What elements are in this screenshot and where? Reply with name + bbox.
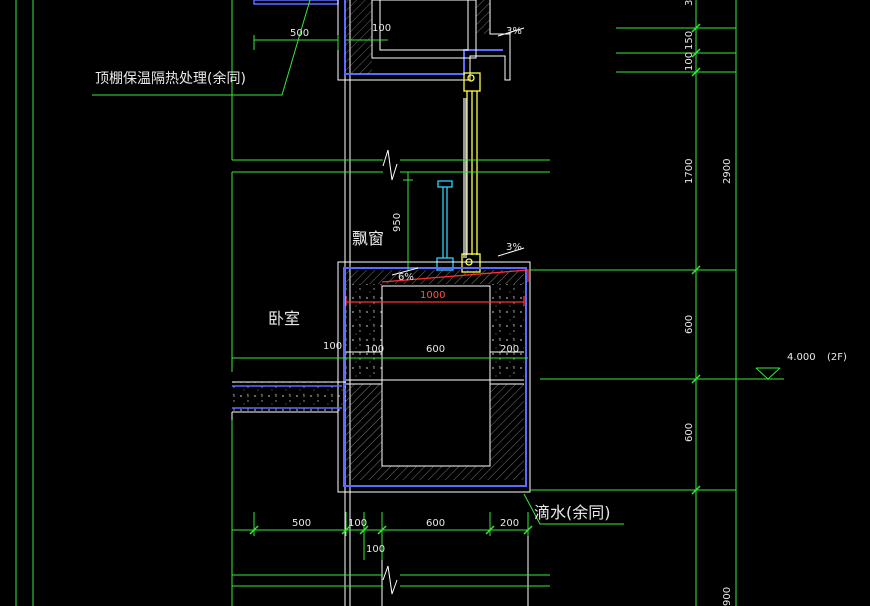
- sill-highlight: [345, 269, 529, 306]
- dim-sill-height: 950: [392, 213, 403, 232]
- bay-window-label: 飘窗: [352, 229, 384, 248]
- bedroom-label: 卧室: [268, 309, 300, 328]
- leader-lines: [92, 0, 784, 606]
- dim-right-600a: 600: [684, 315, 695, 334]
- dim-bot-200: 200: [500, 518, 519, 529]
- floor-slab: [231, 381, 346, 420]
- break-symbols: [382, 149, 398, 595]
- dim-mid-100: 100: [365, 344, 384, 355]
- dim-bot-100b: 100: [366, 544, 385, 555]
- dim-bot-100a: 100: [348, 518, 367, 529]
- dim-right-150: 150: [684, 31, 695, 50]
- level-floor: (2F): [827, 352, 847, 363]
- slope-middle: 3%: [506, 242, 522, 253]
- slope-upper: 3%: [506, 26, 522, 37]
- dim-top-500: 500: [290, 28, 309, 39]
- dim-left-100: 100: [323, 341, 342, 352]
- dim-right-3: 3: [684, 0, 695, 6]
- slope-arrows: [391, 27, 525, 276]
- glass-pane: [463, 98, 467, 258]
- bay-section: [337, 261, 531, 493]
- dim-sill-width: 1000: [420, 290, 445, 301]
- dim-right-900: 900: [722, 587, 733, 606]
- dim-bot-500: 500: [292, 518, 311, 529]
- dim-right-100: 100: [684, 52, 695, 71]
- dim-bot-600: 600: [426, 518, 445, 529]
- dim-top-100: 100: [372, 23, 391, 34]
- floor-lines: [232, 159, 550, 587]
- dim-right-600b: 600: [684, 423, 695, 442]
- dim-right-1700: 1700: [684, 159, 695, 184]
- dim-mid-600: 600: [426, 344, 445, 355]
- dim-ticks: [249, 23, 701, 535]
- hanger-rail: [436, 180, 454, 271]
- ceiling-insulation-note: 顶棚保温隔热处理(余同): [95, 70, 246, 87]
- dim-mid-200: 200: [500, 344, 519, 355]
- slope-sill: 6%: [398, 272, 414, 283]
- guide-lines: [15, 0, 737, 606]
- level-elevation: 4.000: [787, 352, 816, 363]
- dim-right-2900: 2900: [722, 159, 733, 184]
- drip-note: 滴水(余同): [534, 503, 611, 522]
